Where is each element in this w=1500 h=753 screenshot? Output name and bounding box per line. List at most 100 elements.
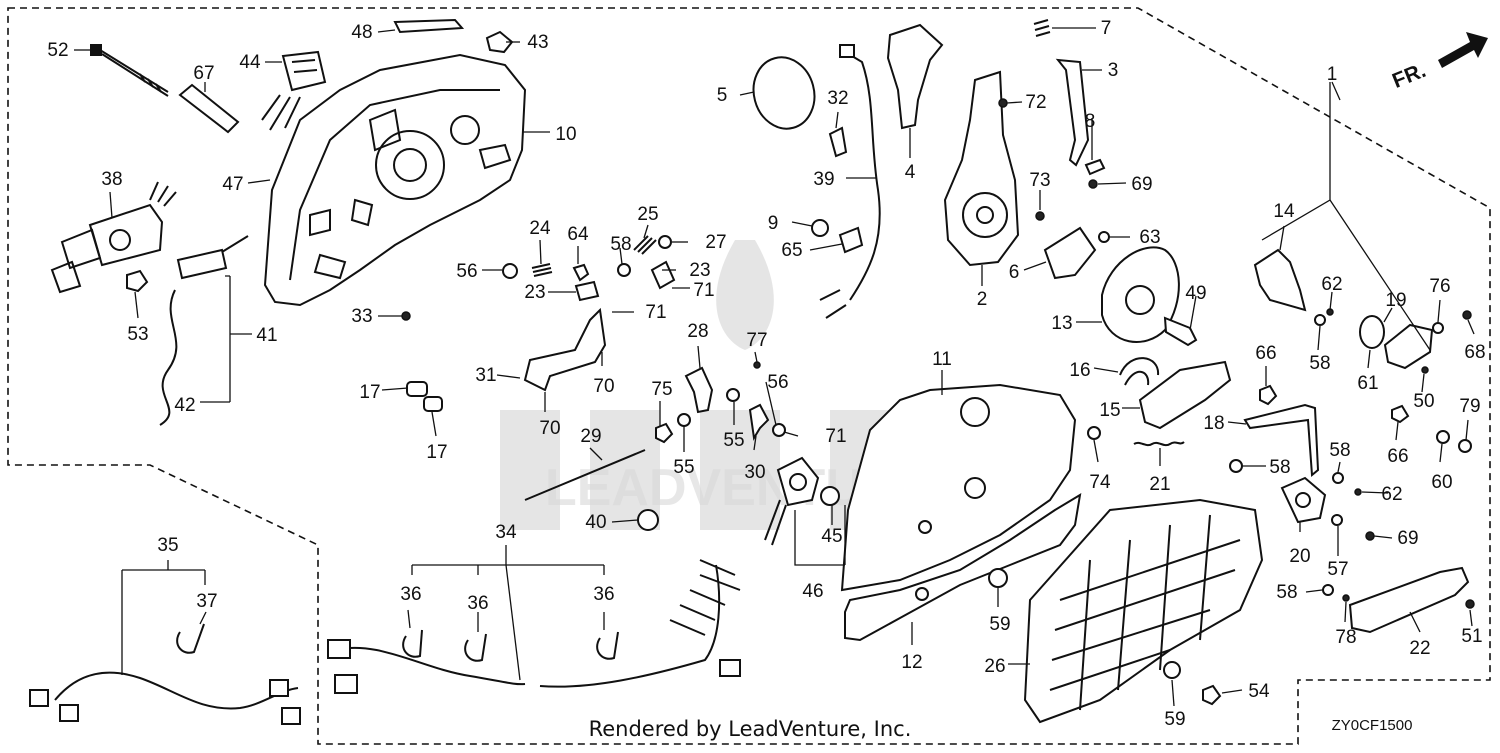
callout-label: 40 [585,512,606,533]
callout-label: 54 [1248,681,1270,702]
part-harness-35 [29,671,301,725]
callout-label: 24 [529,218,551,239]
callout-label: 66 [1255,343,1276,364]
callout-label: 31 [475,365,496,386]
callout-label: 58 [1276,582,1297,603]
callout-label: 71 [693,280,714,301]
part-cap-17a [406,381,428,397]
part-washer-57 [1331,514,1343,526]
part-bracket-3 [1055,58,1090,167]
callout-label: 71 [645,302,666,323]
callout-label: 9 [768,213,779,234]
part-clip [485,30,514,54]
part-grommet-59a [988,568,1008,588]
callout-label: 77 [746,330,767,351]
callout-label: 21 [1149,474,1170,495]
part-screw-72 [998,98,1008,108]
part-ring-5 [752,56,816,130]
part-pin-30 [748,403,770,441]
part-nut-53 [126,269,149,293]
callout-label: 64 [567,224,589,245]
part-harness-34 [327,559,741,694]
callout-label: 57 [1327,559,1348,580]
callout-label: 44 [239,52,261,73]
part-screw-68 [1462,310,1472,320]
part-pin-62b [1354,488,1362,496]
part-nut-76 [1432,322,1444,334]
part-friction-plate-13 [1101,246,1180,343]
callout-label: 58 [1269,457,1290,478]
diagram-code: ZY0CF1500 [1332,717,1413,734]
part-gear-40 [637,509,659,531]
callout-label: 6 [1009,262,1020,283]
callout-label: 59 [989,614,1010,635]
part-screw-69b [1365,531,1375,541]
callout-label: 23 [524,282,545,303]
callout-label: 66 [1387,446,1408,467]
callout-label: 79 [1459,396,1480,417]
callout-label: 69 [1397,528,1418,549]
callout-label: 36 [593,584,614,605]
part-cap-63 [1098,231,1110,243]
part-arm-22 [1348,566,1470,634]
callout-label: 70 [539,418,560,439]
callout-label: 1 [1327,64,1338,85]
part-plate-15 [1138,360,1232,430]
part-lever-28 [684,366,714,414]
part-cam-6 [1043,226,1097,280]
callout-label: 76 [1429,276,1450,297]
callout-label: 22 [1409,638,1430,659]
callout-label: 17 [426,442,447,463]
callout-label: 47 [222,174,243,195]
callout-label: 13 [1051,313,1072,334]
part-clamp-36a [402,629,423,658]
callout-label: 36 [400,584,421,605]
callout-label: 2 [977,289,988,310]
part-cover-11 [840,383,1077,592]
part-screw-74 [1087,426,1101,440]
leader-lines [74,27,1475,707]
part-bracket-14 [1253,248,1307,312]
callout-label: 52 [47,40,68,61]
part-nut-64 [572,263,590,282]
part-ring-61 [1359,315,1385,349]
callout-label: 65 [781,240,802,261]
callout-label: 14 [1273,201,1295,222]
callout-label: 16 [1069,360,1090,381]
part-washer-56b [772,423,786,437]
part-cable-39 [819,44,881,319]
part-cap-79 [1458,439,1472,453]
part-cover-12 [844,493,1082,642]
callout-label: 41 [256,325,277,346]
part-washer-58b [1314,314,1326,326]
callout-label: 25 [637,204,658,225]
part-screw-51 [1465,599,1475,609]
part-washer-55a [677,413,691,427]
part-switch [261,50,327,131]
callout-label: 34 [495,522,517,543]
part-bracket-19 [1383,323,1434,370]
callout-label: 71 [825,426,846,447]
callout-label: 4 [905,162,916,183]
callout-label: 11 [932,349,952,370]
callout-label: 48 [351,22,372,43]
callout-label: 55 [723,430,744,451]
part-ignition-switch [50,181,177,294]
callout-label: 56 [456,261,477,282]
callout-label: 33 [351,306,372,327]
part-pin-77 [753,361,761,369]
part-neutral-switch-20 [1280,476,1327,524]
part-washer-55b [726,388,740,402]
callout-label: 63 [1139,227,1160,248]
part-nut-54 [1202,684,1222,706]
callout-label: 29 [580,426,601,447]
callout-label: 35 [157,535,178,556]
part-arm-18 [1243,403,1320,478]
part-washer-58c [1229,459,1243,473]
part-bracket-23a [574,280,600,302]
part-clip-32 [828,126,848,158]
part-housing-upper [263,53,527,307]
part-pin-78 [1342,594,1350,602]
